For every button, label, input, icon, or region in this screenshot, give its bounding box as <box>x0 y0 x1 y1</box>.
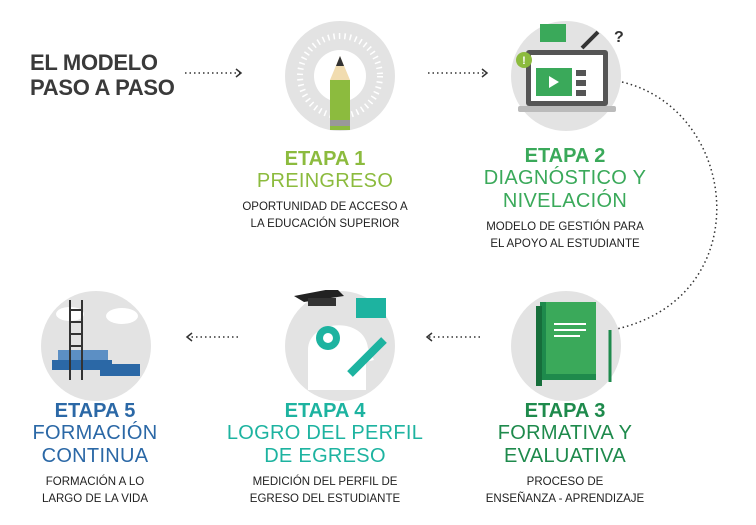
heading: EL MODELO PASO A PASO <box>30 50 175 100</box>
stage-number: ETAPA 1 <box>284 148 366 170</box>
stage-name-line-2: DE EGRESO <box>264 445 386 467</box>
stage-number: ETAPA 2 <box>524 145 606 167</box>
graduate-head-icon <box>285 290 395 401</box>
ladder-books-icon <box>41 291 151 401</box>
stage-number: ETAPA 3 <box>524 400 606 422</box>
stage-name-line-1: FORMATIVA Y <box>497 422 633 444</box>
laptop-icon: ! ? <box>511 21 624 131</box>
stage-3: ETAPA 3 FORMATIVA Y EVALUATIVA PROCESO D… <box>450 400 680 508</box>
stage-name-line-1: DIAGNÓSTICO Y <box>483 167 647 189</box>
stage-name-line-2: NIVELACIÓN <box>502 190 628 212</box>
heading-line-2: PASO A PASO <box>30 75 175 100</box>
stage-name: PREINGRESO <box>256 170 394 192</box>
stage-number: ETAPA 5 <box>54 400 136 422</box>
stage-name-line-2: EVALUATIVA <box>504 445 626 467</box>
stage-number: ETAPA 4 <box>284 400 366 422</box>
pencil-compass-icon <box>285 21 395 131</box>
svg-text:?: ? <box>614 29 624 46</box>
stage-name-line-1: FORMACIÓN <box>32 422 158 444</box>
stage-name-line-2: CONTINUA <box>41 445 149 467</box>
stage-1: ETAPA 1 PREINGRESO OPORTUNIDAD DE ACCESO… <box>210 148 440 233</box>
curve-connector <box>611 81 718 331</box>
stage-5: ETAPA 5 FORMACIÓN CONTINUA FORMACIÓN A L… <box>0 400 210 508</box>
svg-text:!: ! <box>522 55 526 67</box>
stage-2: ETAPA 2 DIAGNÓSTICO Y NIVELACIÓN MODELO … <box>450 145 680 253</box>
stage-4: ETAPA 4 LOGRO DEL PERFIL DE EGRESO MEDIC… <box>210 400 440 508</box>
stage-name-line-1: LOGRO DEL PERFIL <box>226 422 424 444</box>
heading-line-1: EL MODELO <box>30 50 158 75</box>
book-icon <box>511 291 621 401</box>
